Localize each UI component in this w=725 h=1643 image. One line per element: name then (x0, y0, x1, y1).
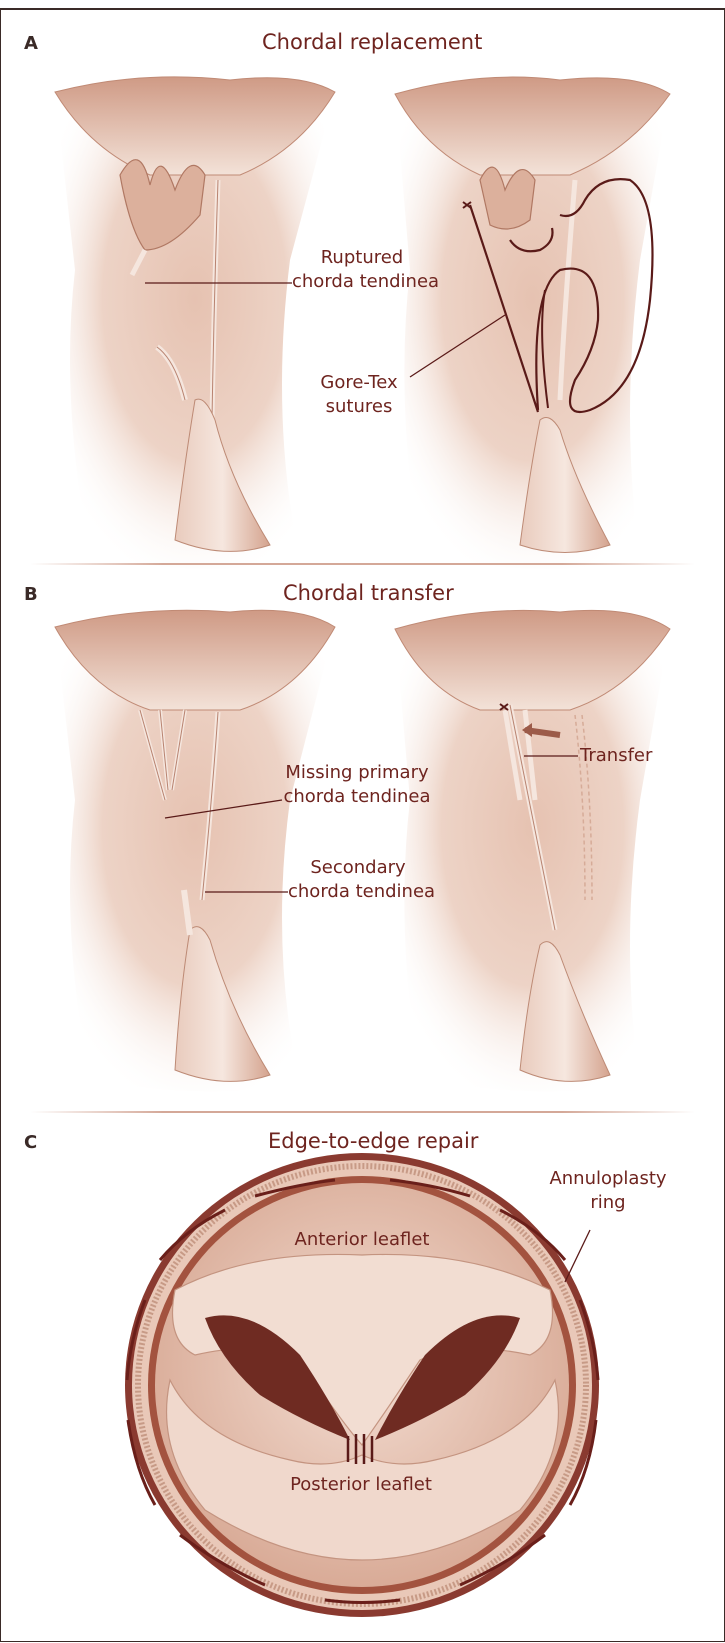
panel-c-illustration (125, 1153, 599, 1617)
label-anterior-leaflet: Anterior leaflet (290, 1228, 434, 1252)
panel-a-right-illustration (395, 77, 670, 569)
panel-b-right-illustration (395, 610, 670, 1091)
label-ruptured-chorda: Ruptured chorda tendinea (292, 246, 432, 294)
label-goretex-line1: Gore-Tex (300, 371, 418, 395)
label-goretex-line2: sutures (300, 395, 418, 419)
label-missing-line2: chorda tendinea (282, 785, 432, 809)
label-missing-primary: Missing primary chorda tendinea (282, 761, 432, 809)
label-secondary: Secondary chorda tendinea (288, 856, 428, 904)
label-missing-line1: Missing primary (282, 761, 432, 785)
label-annuloplasty-ring: Annuloplasty ring (543, 1167, 673, 1215)
label-ring-line2: ring (543, 1191, 673, 1215)
panel-a-left-illustration (55, 77, 335, 569)
panel-b-left-illustration (55, 610, 335, 1091)
panel-c-letter: C (24, 1132, 37, 1153)
panel-a-letter: A (24, 33, 38, 54)
label-ruptured-line2: chorda tendinea (292, 270, 432, 294)
label-goretex-sutures: Gore-Tex sutures (300, 371, 418, 419)
divider-ab (30, 563, 695, 565)
label-secondary-line1: Secondary (288, 856, 428, 880)
panel-c-title: Edge-to-edge repair (268, 1129, 478, 1153)
label-ring-line1: Annuloplasty (543, 1167, 673, 1191)
label-secondary-line2: chorda tendinea (288, 880, 428, 904)
leader-ring (565, 1230, 590, 1282)
panel-b-letter: B (24, 584, 38, 605)
label-ruptured-line1: Ruptured (292, 246, 432, 270)
label-posterior-leaflet: Posterior leaflet (286, 1473, 436, 1497)
divider-bc (30, 1111, 695, 1113)
panel-a-title: Chordal replacement (262, 30, 482, 54)
panel-b-title: Chordal transfer (283, 581, 454, 605)
label-transfer: Transfer (580, 744, 652, 768)
